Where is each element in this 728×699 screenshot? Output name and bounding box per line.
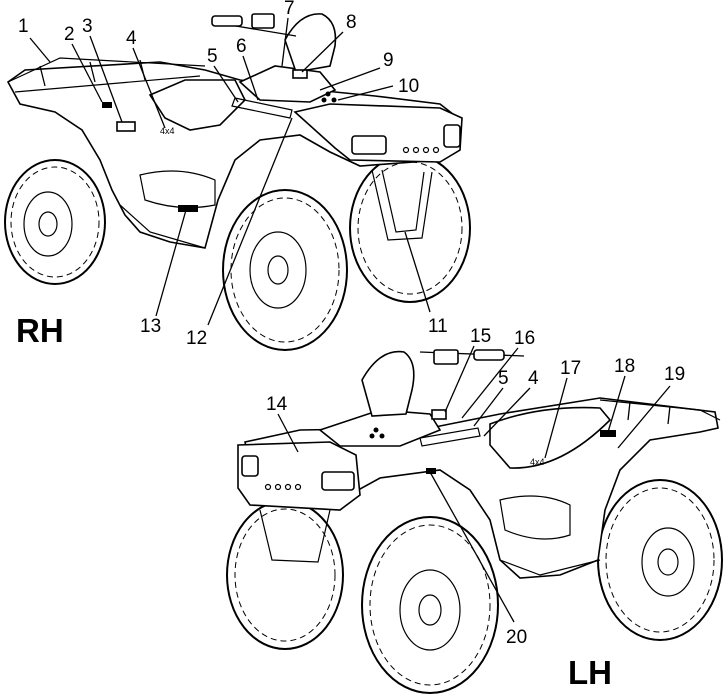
view-label-rh: RH — [16, 312, 64, 349]
lh-front-far-wheel — [226, 500, 344, 650]
lh-front-near-wheel — [361, 516, 499, 694]
rh-rear-wheel — [4, 159, 106, 285]
callout-7: 7 — [284, 0, 295, 19]
lh-leader-lines — [277, 345, 671, 623]
callout-5: 5 — [207, 46, 218, 67]
lh-rear-far-wheel — [597, 479, 723, 641]
atv-left-hand-view: 4x4 — [226, 349, 723, 694]
callout-10: 10 — [398, 76, 419, 97]
callout-1: 1 — [18, 16, 29, 37]
view-label-lh: LH — [568, 654, 612, 691]
callout-15: 15 — [470, 326, 491, 347]
atv-right-hand-view: 4x4 — [4, 13, 471, 351]
callout-11: 11 — [428, 316, 448, 337]
callout-19: 19 — [664, 364, 685, 385]
callout-5-lh: 5 — [498, 368, 509, 389]
callout-9: 9 — [383, 50, 394, 71]
callout-18: 18 — [614, 356, 635, 377]
callout-17: 17 — [560, 358, 581, 379]
callout-13: 13 — [140, 316, 161, 337]
svg-text:4x4: 4x4 — [530, 457, 545, 467]
rh-leader-lines — [29, 17, 431, 326]
rh-front-far-wheel — [349, 153, 471, 303]
callout-14: 14 — [266, 394, 288, 415]
callout-12: 12 — [186, 328, 207, 349]
callout-4: 4 — [126, 28, 137, 49]
callout-4-lh: 4 — [528, 368, 539, 389]
callout-3: 3 — [82, 16, 93, 37]
callout-labels: 1 2 3 4 5 6 7 8 9 10 11 12 13 14 15 16 5… — [18, 0, 685, 648]
callout-2: 2 — [64, 24, 75, 45]
callout-8: 8 — [346, 12, 357, 33]
callout-6: 6 — [236, 36, 247, 57]
rh-front-near-wheel — [222, 189, 348, 351]
svg-text:4x4: 4x4 — [160, 126, 175, 136]
callout-16: 16 — [514, 328, 535, 349]
callout-20: 20 — [506, 627, 527, 648]
